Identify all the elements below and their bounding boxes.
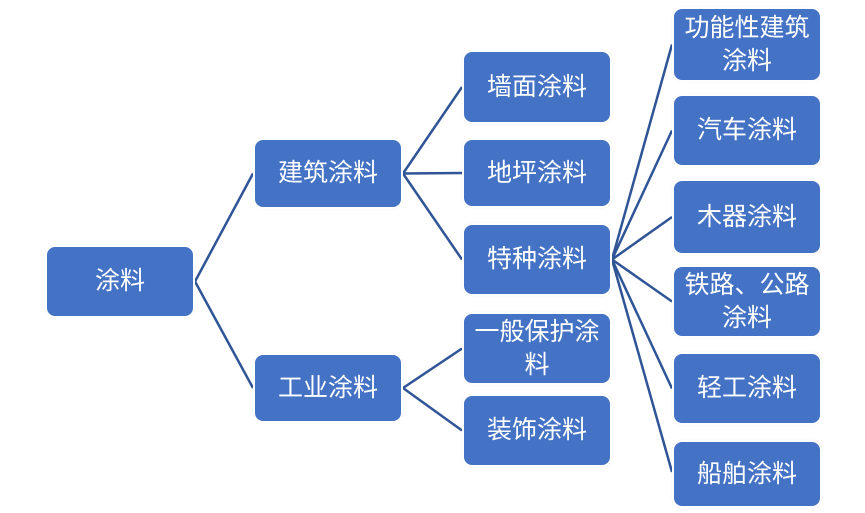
edge-root-arch: [193, 172, 255, 283]
node-railway-highway-coatings: 铁路、公路 涂料: [672, 265, 822, 338]
node-decorative-coatings: 装饰涂料: [462, 394, 612, 467]
node-wall-coatings: 墙面涂料: [462, 50, 612, 124]
node-marine-coatings: 船舶涂料: [672, 440, 822, 508]
node-architectural-coatings: 建筑涂料: [253, 138, 403, 209]
node-coatings-root: 涂料: [45, 245, 195, 318]
node-floor-coatings: 地坪涂料: [462, 138, 612, 208]
edge-special-marine: [610, 259, 674, 473]
edge-root-industrial: [193, 280, 255, 389]
edge-special-automotive: [610, 129, 674, 261]
node-light-industry-coatings: 轻工涂料: [672, 352, 822, 425]
node-general-protective-coatings: 一般保护涂 料: [462, 312, 612, 385]
node-industrial-coatings: 工业涂料: [253, 353, 403, 423]
edge-special-functional: [610, 44, 674, 260]
edge-special-lightindustry: [610, 258, 674, 390]
edge-arch-wall: [401, 86, 464, 175]
node-functional-building-coatings: 功能性建筑 涂料: [672, 7, 822, 82]
edge-arch-floor: [402, 171, 463, 175]
node-special-coatings: 特种涂料: [462, 223, 612, 296]
edge-industrial-general: [402, 347, 463, 390]
edge-special-wood: [611, 215, 673, 261]
edge-industrial-decorative: [402, 386, 463, 432]
edge-arch-special: [401, 172, 464, 261]
node-wood-coatings: 木器涂料: [672, 179, 822, 255]
node-automotive-coatings: 汽车涂料: [672, 94, 822, 167]
edge-special-railroad: [611, 258, 673, 303]
